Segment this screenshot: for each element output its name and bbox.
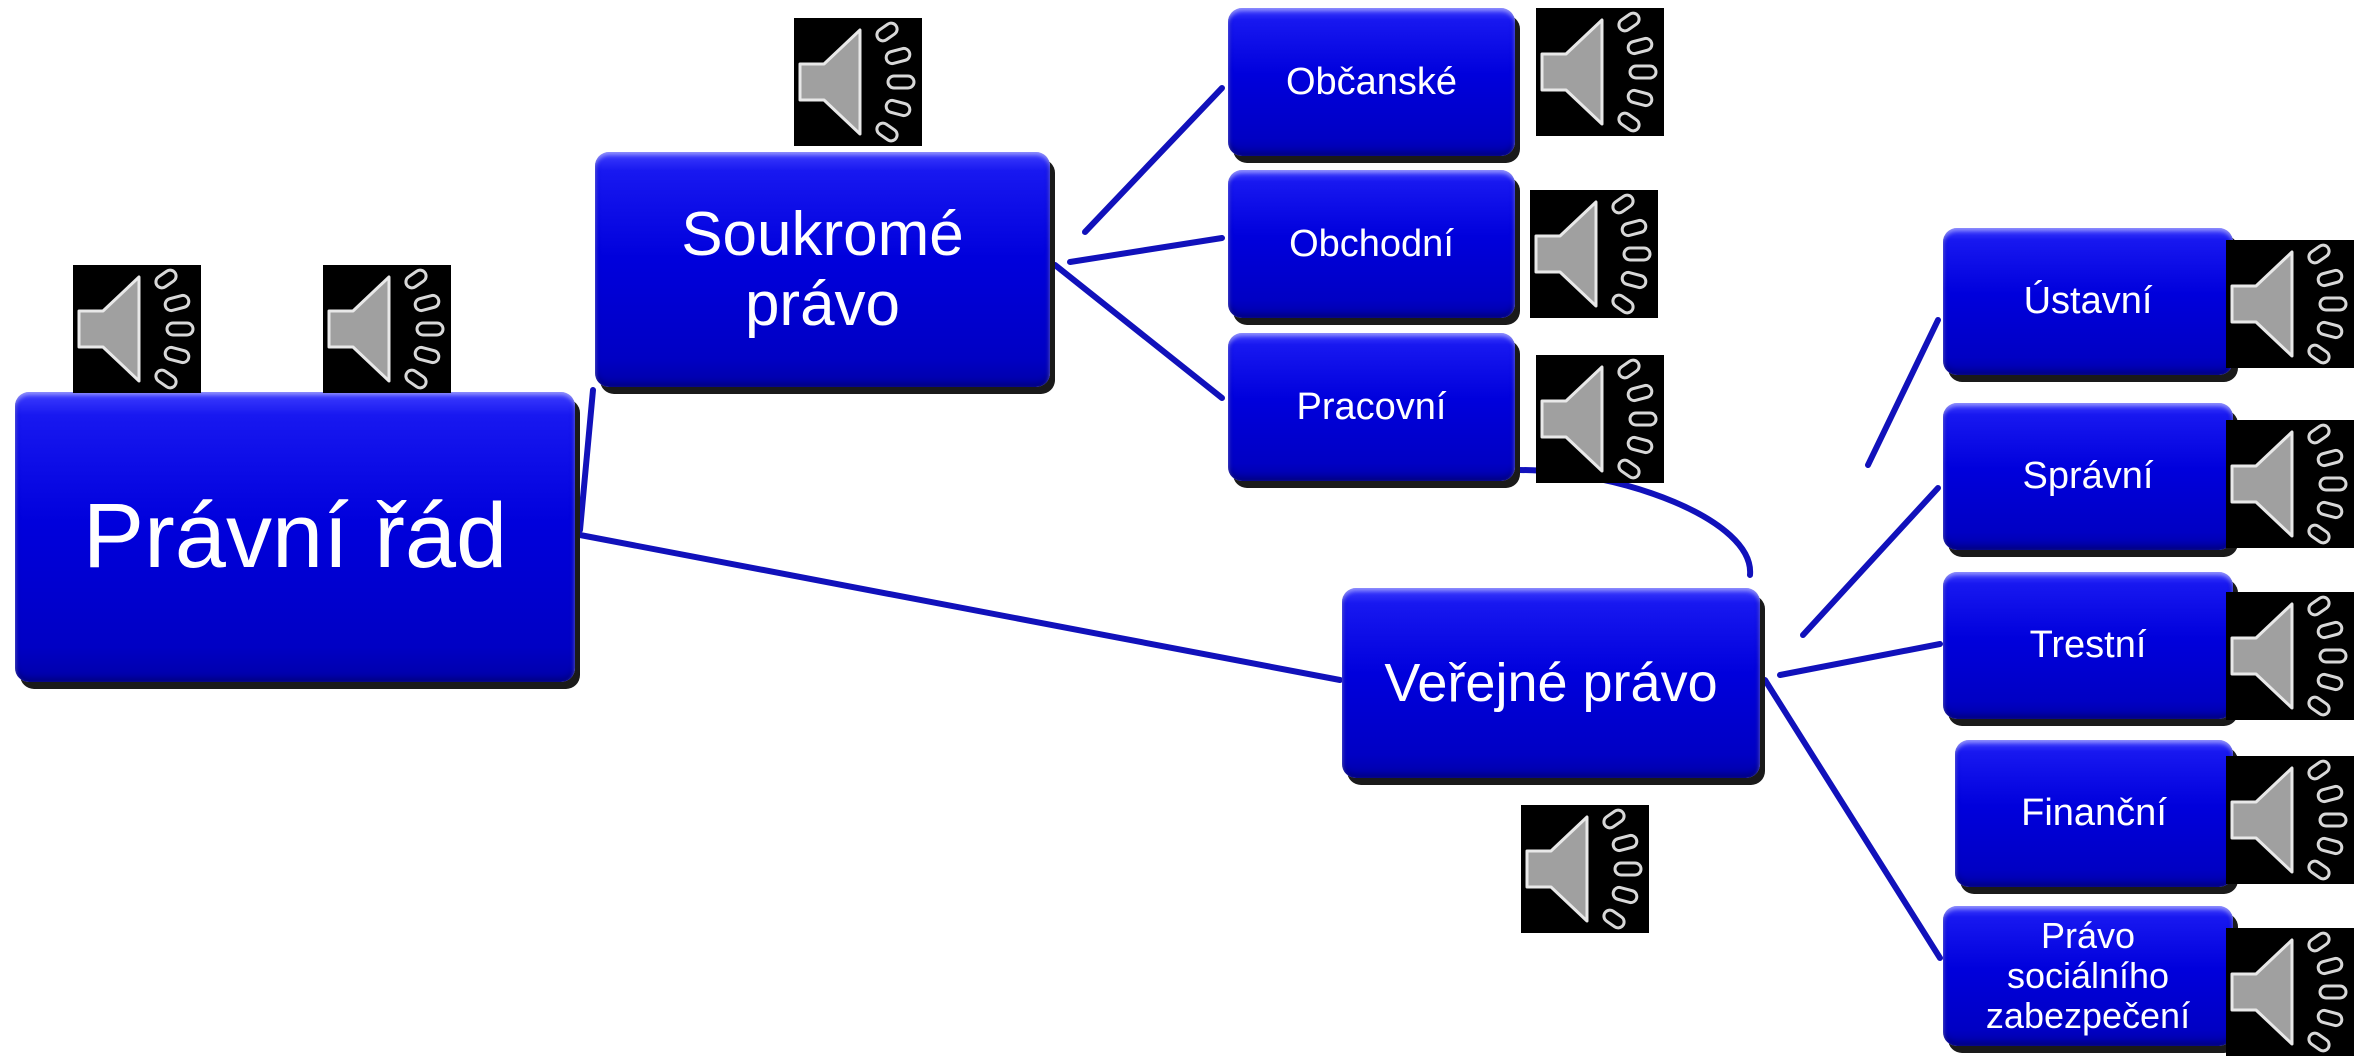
node-obchodni[interactable]: Obchodní: [1228, 170, 1515, 318]
speaker-icon[interactable]: [1521, 805, 1649, 933]
root-node-label: Právní řád: [82, 485, 508, 588]
speaker-icon[interactable]: [2226, 240, 2354, 368]
root-node-pravni-rad[interactable]: Právní řád: [15, 392, 575, 682]
speaker-icon[interactable]: [2226, 592, 2354, 720]
speaker-icon[interactable]: [794, 18, 922, 146]
node-spravni[interactable]: Správní: [1943, 403, 2233, 550]
connector-pracovni-public: [1515, 467, 1754, 578]
connector-public-socialni: [1762, 677, 1943, 961]
speaker-icon[interactable]: [73, 265, 201, 393]
speaker-icon[interactable]: [323, 265, 451, 393]
node-pracovni-label: Pracovní: [1296, 385, 1447, 428]
node-ustavni-label: Ústavní: [2023, 280, 2153, 323]
node-pravo-socialniho-zabezpeceni-label: Právo sociálního zabezpečení: [1985, 914, 2191, 1037]
node-pracovni[interactable]: Pracovní: [1228, 333, 1515, 481]
connector-private-obcanske: [1082, 85, 1225, 235]
connector-private-pracovni: [1052, 262, 1225, 401]
node-soukrome-pravo[interactable]: Soukromé právo: [595, 152, 1050, 387]
node-ustavni[interactable]: Ústavní: [1943, 228, 2233, 375]
node-trestni-label: Trestní: [2029, 624, 2147, 667]
node-financni[interactable]: Finanční: [1955, 740, 2233, 887]
node-spravni-label: Správní: [2022, 455, 2154, 498]
node-obcanske[interactable]: Občanské: [1228, 8, 1515, 156]
node-verejne-pravo[interactable]: Veřejné právo: [1342, 588, 1760, 778]
connector-root-public: [577, 532, 1343, 683]
connector-public-spravni: [1800, 485, 1941, 638]
speaker-icon[interactable]: [1530, 190, 1658, 318]
node-pravo-socialniho-zabezpeceni[interactable]: Právo sociálního zabezpečení: [1943, 906, 2233, 1046]
connector-public-trestni: [1777, 641, 1943, 678]
speaker-icon[interactable]: [2226, 420, 2354, 548]
node-trestni[interactable]: Trestní: [1943, 572, 2233, 719]
node-obcanske-label: Občanské: [1285, 60, 1458, 103]
node-financni-label: Finanční: [2021, 792, 2167, 835]
speaker-icon[interactable]: [1536, 8, 1664, 136]
speaker-icon[interactable]: [1536, 355, 1664, 483]
speaker-icon[interactable]: [2226, 756, 2354, 884]
node-verejne-pravo-label: Veřejné právo: [1384, 652, 1718, 713]
connector-public-ustavni: [1865, 317, 1941, 468]
node-soukrome-pravo-label: Soukromé právo: [681, 200, 964, 339]
connector-root-private: [577, 387, 596, 533]
node-obchodni-label: Obchodní: [1289, 222, 1454, 265]
speaker-icon[interactable]: [2226, 928, 2354, 1056]
connector-private-obchodni: [1067, 235, 1225, 265]
